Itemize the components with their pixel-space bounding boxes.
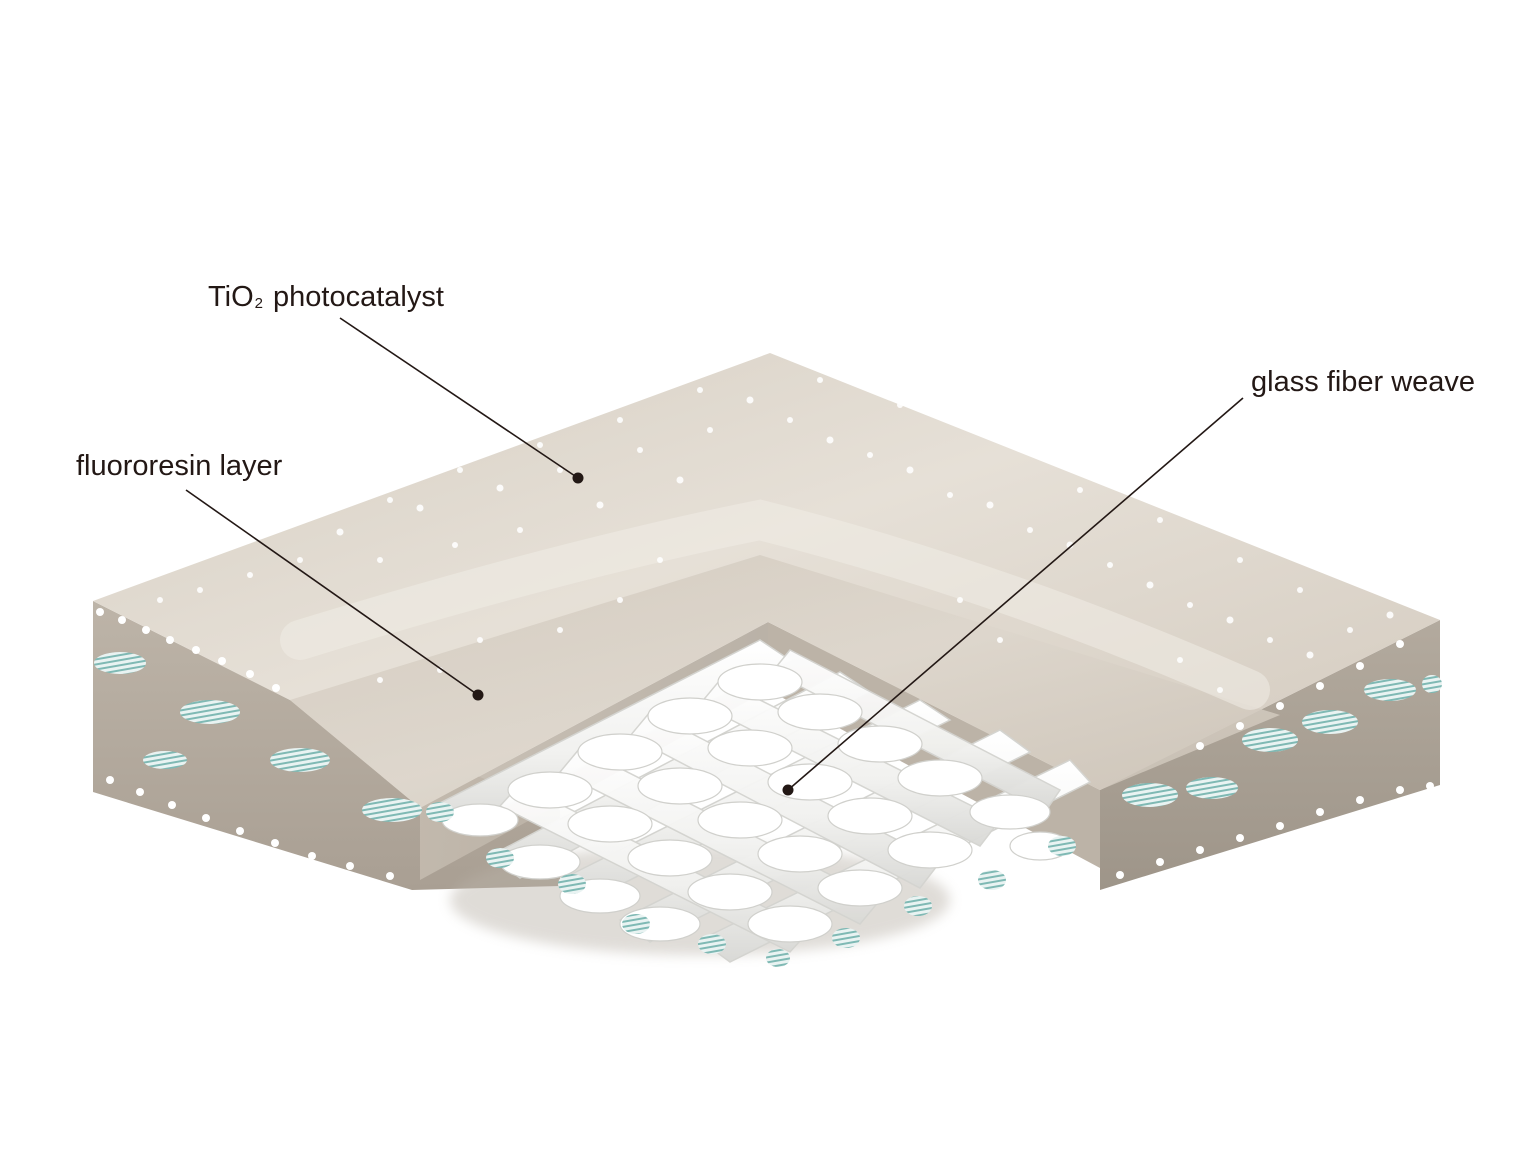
side-pores — [96, 608, 1434, 880]
right-side-fiber-sections — [1122, 675, 1442, 807]
label-tio2-subscript: 2 — [254, 295, 263, 312]
fluororesin-inner-layer — [290, 555, 1280, 808]
label-fluororesin-layer: fluororesin layer — [76, 450, 283, 482]
right-side-face — [1100, 620, 1440, 890]
glass-fiber-weave — [426, 639, 1092, 967]
surface-highlight — [280, 499, 1270, 710]
label-tio2-rest: photocatalyst — [273, 281, 444, 313]
tio2-surface-particles — [157, 377, 1394, 693]
leader-dot-tio2 — [572, 472, 584, 484]
weave-bumps — [441, 663, 1071, 943]
label-glass-fiber-weave: glass fiber weave — [1251, 366, 1476, 398]
label-tio2-main: TiO — [208, 281, 254, 313]
label-tio2-photocatalyst: TiO2 photocatalyst — [208, 283, 444, 312]
leader-dot-fluororesin — [472, 689, 484, 701]
weave-cut-ends — [426, 802, 1076, 967]
leader-line-glass-fiber — [787, 397, 1244, 791]
leader-dot-glass-fiber — [782, 784, 794, 796]
leader-line-tio2 — [339, 317, 579, 479]
leader-lines — [185, 317, 1244, 796]
leader-line-fluororesin — [185, 489, 479, 696]
left-side-fiber-sections — [94, 652, 422, 822]
